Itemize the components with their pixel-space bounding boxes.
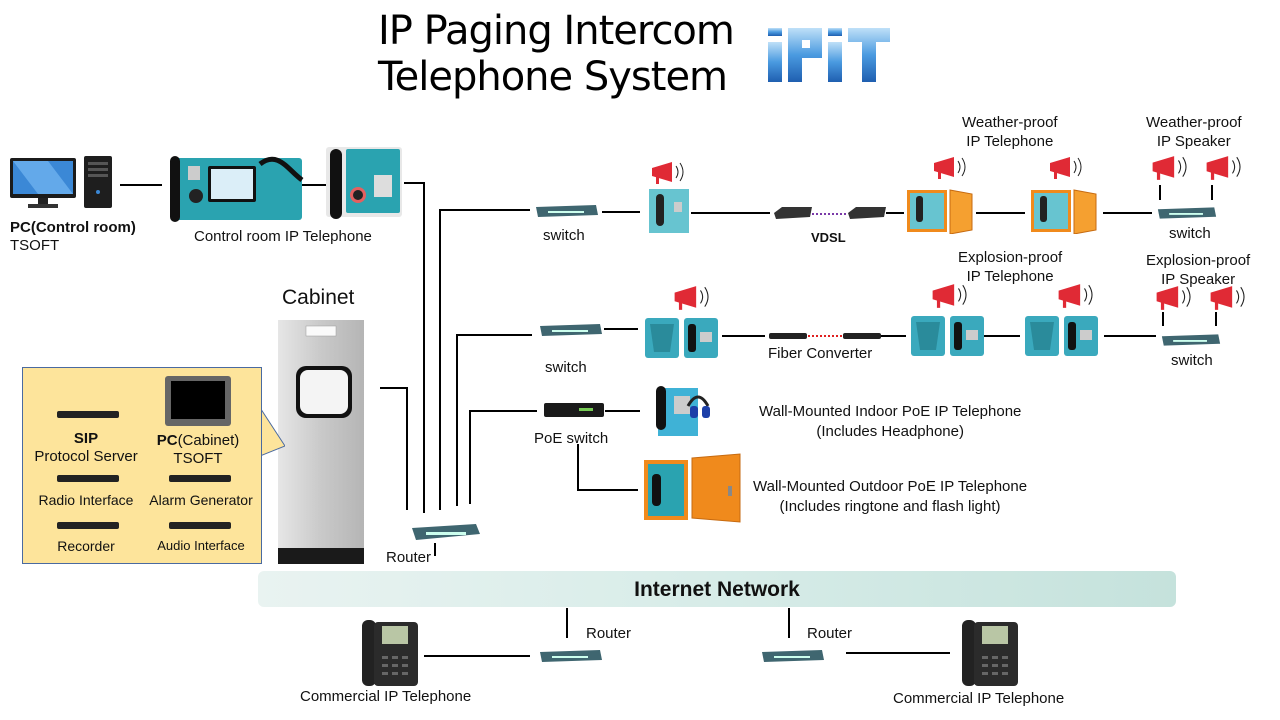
commercial-ip-telephone-icon bbox=[962, 620, 1018, 686]
weather-proof-ip-telephone-icon bbox=[649, 189, 689, 233]
horn-speaker-icon bbox=[652, 162, 684, 184]
weather-proof-ip-telephone-icon bbox=[1031, 189, 1097, 234]
router-icon bbox=[540, 650, 602, 662]
outdoor-poe-telephone-label: Wall-Mounted Outdoor PoE IP Telephone(In… bbox=[753, 478, 1028, 515]
horn-speaker-icon bbox=[932, 284, 967, 308]
explosion-proof-ip-telephone-icon bbox=[911, 316, 984, 356]
switch-icon bbox=[1161, 334, 1221, 346]
outdoor-poe-ip-telephone-icon bbox=[644, 453, 741, 523]
weather-proof-ip-speaker-icon bbox=[1206, 156, 1241, 180]
wire-router-switch1 bbox=[439, 209, 530, 510]
cabinet-label: Cabinet bbox=[282, 286, 355, 309]
cabinet-pc-icon bbox=[165, 376, 231, 426]
desktop-pc-icon bbox=[10, 156, 112, 208]
fiber-converter-label: Fiber Converter bbox=[768, 345, 873, 362]
title-line-2: Telephone System bbox=[378, 54, 728, 100]
vdsl-label: VDSL bbox=[811, 230, 846, 245]
poe-switch-label: PoE switch bbox=[534, 430, 609, 447]
callout-item-recorder: Recorder bbox=[57, 538, 115, 554]
weather-switch-label: switch bbox=[543, 227, 585, 244]
diagram-title: IP Paging Intercom Telephone System bbox=[378, 8, 735, 100]
control-room-console-icon bbox=[170, 156, 304, 222]
horn-speaker-icon bbox=[1050, 157, 1082, 179]
horn-speaker-icon bbox=[934, 157, 966, 179]
explosion-proof-ip-telephone-icon bbox=[645, 318, 718, 358]
cabinet-router-label: Router bbox=[386, 549, 432, 566]
explosion-proof-ip-telephone-icon bbox=[1025, 316, 1098, 356]
system-cabinet-icon bbox=[278, 320, 364, 564]
wire-phone-router bbox=[404, 182, 425, 513]
vdsl-modem-icon bbox=[774, 207, 812, 219]
explosion-switch-label: switch bbox=[545, 359, 587, 376]
explosion-proof-ip-speaker-icon bbox=[1156, 286, 1191, 310]
control-room-ip-telephone-icon bbox=[326, 147, 402, 219]
pc-control-room-label: PC(Control room) TSOFT bbox=[10, 219, 136, 254]
sip-server-icon bbox=[57, 411, 119, 418]
audio-interface-icon bbox=[169, 522, 231, 529]
alarm-generator-icon bbox=[169, 475, 231, 482]
ipit-logo bbox=[768, 28, 890, 82]
control-room-telephone-label: Control room IP Telephone bbox=[194, 228, 372, 245]
radio-interface-icon bbox=[57, 475, 119, 482]
wire-router-poe bbox=[469, 410, 537, 504]
callout-item-audio: Audio Interface bbox=[157, 538, 245, 553]
callout-item-alarm: Alarm Generator bbox=[149, 492, 253, 508]
wire-cabinet-router bbox=[380, 387, 408, 510]
wire-router-switch2 bbox=[456, 334, 532, 506]
right-commercial-telephone-label: Commercial IP Telephone bbox=[893, 690, 1065, 707]
fiber-converter-icon bbox=[843, 333, 881, 339]
explosion-proof-ip-speaker-icon bbox=[1210, 286, 1245, 310]
indoor-poe-telephone-label: Wall-Mounted Indoor PoE IP Telephone(Inc… bbox=[759, 403, 1022, 440]
title-line-1: IP Paging Intercom bbox=[378, 8, 735, 54]
switch-icon bbox=[540, 324, 602, 336]
indoor-poe-ip-telephone-icon bbox=[656, 386, 710, 436]
internet-network-bar: Internet Network bbox=[258, 571, 1176, 607]
recorder-icon bbox=[57, 522, 119, 529]
vdsl-modem-icon bbox=[848, 207, 886, 219]
weather-proof-ip-speaker-icon bbox=[1152, 156, 1187, 180]
weather-end-switch-label: switch bbox=[1169, 225, 1211, 242]
internet-network-label: Internet Network bbox=[634, 578, 800, 601]
left-commercial-telephone-label: Commercial IP Telephone bbox=[300, 688, 472, 705]
fiber-converter-icon bbox=[769, 333, 807, 339]
horn-speaker-icon bbox=[674, 286, 709, 310]
wire-poe-outdoor bbox=[577, 444, 638, 491]
callout-item-pc: PC(Cabinet)TSOFT bbox=[156, 432, 240, 467]
horn-speaker-icon bbox=[1058, 284, 1093, 308]
left-router-label: Router bbox=[586, 625, 632, 642]
router-icon bbox=[762, 650, 824, 662]
router-icon bbox=[412, 524, 480, 540]
weather-proof-ip-telephone-icon bbox=[907, 189, 973, 234]
switch-icon bbox=[1157, 207, 1217, 219]
right-router-label: Router bbox=[807, 625, 853, 642]
poe-switch-icon bbox=[544, 403, 604, 417]
commercial-ip-telephone-icon bbox=[362, 620, 418, 686]
explosion-end-switch-label: switch bbox=[1171, 352, 1213, 369]
callout-item-radio: Radio Interface bbox=[38, 492, 134, 508]
switch-icon bbox=[536, 205, 598, 217]
